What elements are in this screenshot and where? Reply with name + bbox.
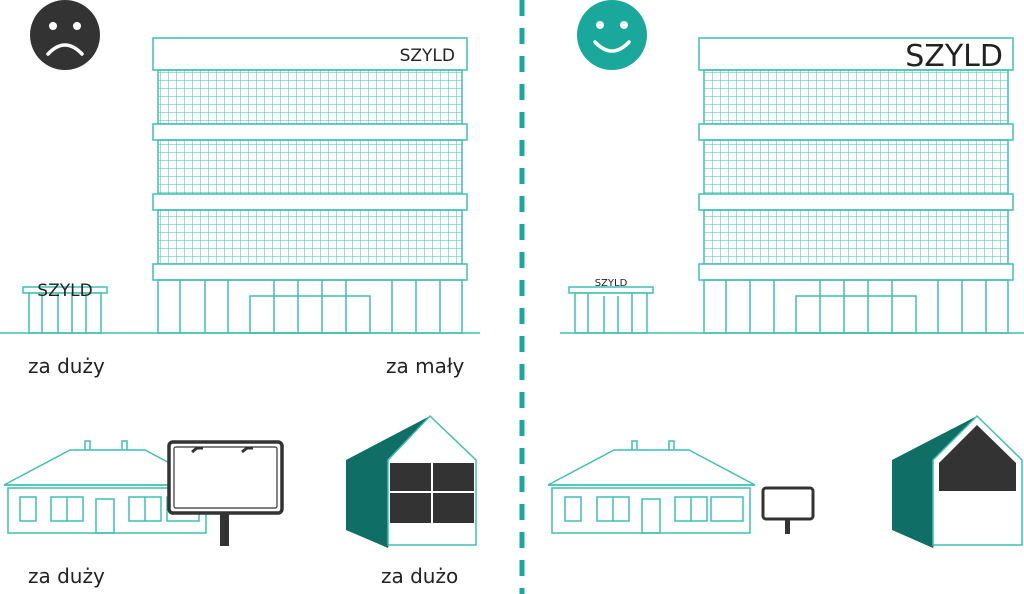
happy-face-icon <box>577 0 647 70</box>
big-building-right <box>698 37 1014 334</box>
big-building-left <box>152 37 468 334</box>
caption-house-billboard: za duży <box>28 564 105 588</box>
billboard-large <box>167 440 284 546</box>
barn-left <box>346 414 477 548</box>
small-building-right <box>568 286 654 334</box>
small-building-right-sign: SZYLD <box>595 278 628 289</box>
big-building-right-sign: SZYLD <box>905 39 1003 74</box>
caption-barn: za dużo <box>381 564 459 588</box>
small-building-left <box>22 286 108 334</box>
house-right <box>547 440 756 534</box>
sad-face-icon <box>30 0 100 70</box>
caption-big-building: za mały <box>386 354 465 378</box>
caption-small-building: za duży <box>28 354 105 378</box>
billboard-small <box>761 486 815 534</box>
big-building-left-sign: SZYLD <box>400 46 455 66</box>
small-building-left-sign: SZYLD <box>37 281 92 301</box>
barn-right <box>892 414 1023 548</box>
